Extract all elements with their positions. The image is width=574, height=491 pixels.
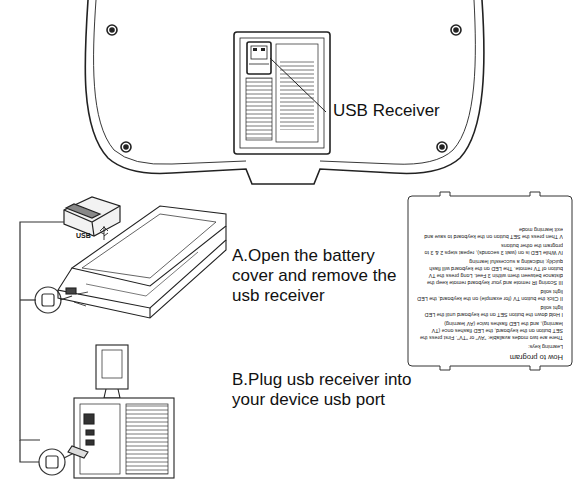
callout-bracket	[42, 294, 54, 306]
keyboard-back	[85, 0, 484, 184]
desktop-computer	[68, 345, 174, 478]
laptop	[58, 240, 226, 318]
laptop	[82, 214, 216, 278]
keyboard-back	[121, 142, 131, 152]
keyboard-back	[85, 0, 484, 184]
usb-receiver-icon	[64, 197, 120, 236]
callout-bracket	[46, 456, 58, 468]
desktop-computer	[104, 389, 120, 398]
keyboard-back	[251, 46, 267, 59]
instruction-line: I Hold down the button SET on the keyboa…	[417, 304, 563, 318]
desktop-computer	[74, 398, 174, 478]
laptop	[86, 252, 198, 296]
usb-receiver-icon	[66, 204, 100, 218]
keyboard-back	[94, 0, 476, 164]
laptop	[72, 206, 226, 286]
keyboard-back	[253, 48, 257, 51]
callout-bracket	[20, 299, 36, 300]
instruction-line: Learning keys:	[417, 343, 563, 350]
keyboard-back	[454, 28, 458, 32]
keyboard-back	[276, 44, 318, 142]
keyboard-back	[124, 145, 128, 149]
keyboard-back	[247, 42, 271, 74]
callout-bracket	[35, 287, 61, 313]
instruction-line: IV While LED is on (wait 3 seconds), rep…	[417, 242, 563, 256]
callout-bracket	[20, 222, 64, 440]
instruction-line: There are two modes available: "AV" or "…	[417, 320, 563, 341]
keyboard-back	[437, 142, 447, 152]
battery-cover	[408, 192, 572, 370]
desktop-computer	[68, 446, 88, 458]
battery-cover	[408, 192, 572, 370]
instruction-line: II Click the button TV (for example) on …	[417, 288, 563, 302]
desktop-computer	[102, 350, 122, 378]
step-text: A.Open the battery cover and remove the …	[232, 246, 407, 306]
desktop-computer	[96, 345, 128, 389]
icon-text: USB	[76, 232, 91, 240]
laptop	[66, 288, 76, 294]
keyboard-back	[249, 64, 269, 65]
desktop-computer	[80, 404, 120, 474]
callout-bracket	[20, 440, 39, 462]
step-text: B.Plug usb receiver into your device usb…	[232, 370, 432, 410]
usb-receiver-icon	[100, 226, 108, 240]
keyboard-back	[270, 58, 326, 112]
keyboard-back	[234, 32, 330, 154]
panel-heading: How to program	[417, 352, 563, 362]
part-label: USB Receiver	[333, 101, 440, 121]
laptop	[58, 206, 226, 318]
keyboard-back	[246, 78, 272, 140]
keyboard-back	[107, 25, 117, 35]
keyboard-back	[261, 48, 265, 51]
callout-bracket	[20, 222, 76, 475]
desktop-computer	[84, 414, 94, 424]
usb-receiver-icon	[64, 197, 120, 240]
callout-bracket	[39, 449, 65, 475]
instruction-panel: How to program Learning keys: There are tw…	[408, 196, 572, 372]
keyboard-back	[110, 28, 114, 32]
laptop	[58, 226, 226, 308]
instruction-line: V Then press the SET button on the keybo…	[417, 226, 563, 240]
keyboard-back	[451, 25, 461, 35]
keyboard-back	[440, 145, 444, 149]
keyboard-back	[240, 38, 324, 148]
rotated-text: How to program Learning keys: There are tw…	[417, 226, 563, 362]
desktop-computer	[86, 430, 94, 435]
desktop-computer	[86, 440, 94, 445]
laptop	[149, 308, 150, 318]
instruction-line: III Scoring IR remote and your keyboard …	[417, 258, 563, 286]
desktop-computer	[126, 404, 168, 474]
